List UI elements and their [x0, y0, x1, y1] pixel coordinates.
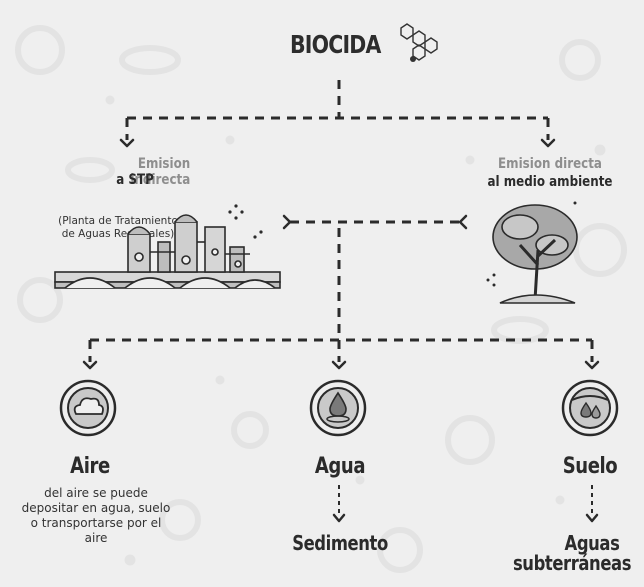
groundwater-label-line1: Aguas: [564, 531, 620, 555]
direct-emission-label: Emision directa: [498, 156, 602, 172]
water-drop-icon: [309, 379, 367, 437]
sediment-label: Sedimento: [292, 531, 388, 555]
soil-icon: [561, 379, 619, 437]
soil-label: Suelo: [562, 454, 618, 479]
air-cloud-icon: [59, 379, 117, 437]
treatment-plant-icon: [54, 204, 281, 289]
indirect-emission-label: Emision indirecta: [130, 156, 191, 188]
groundwater-label-line2: subterráneas: [512, 551, 632, 575]
water-label: Agua: [314, 454, 366, 479]
molecule-icon: [400, 23, 438, 62]
indirect-emission-target: a STP: [116, 172, 154, 188]
tree-icon: [486, 201, 578, 304]
diagram-title: BIOCIDA: [290, 30, 381, 59]
direct-emission-target: al medio ambiente: [487, 174, 613, 190]
air-label: Aire: [70, 454, 110, 479]
air-description: del aire se puede depositar en agua, sue…: [21, 486, 171, 545]
